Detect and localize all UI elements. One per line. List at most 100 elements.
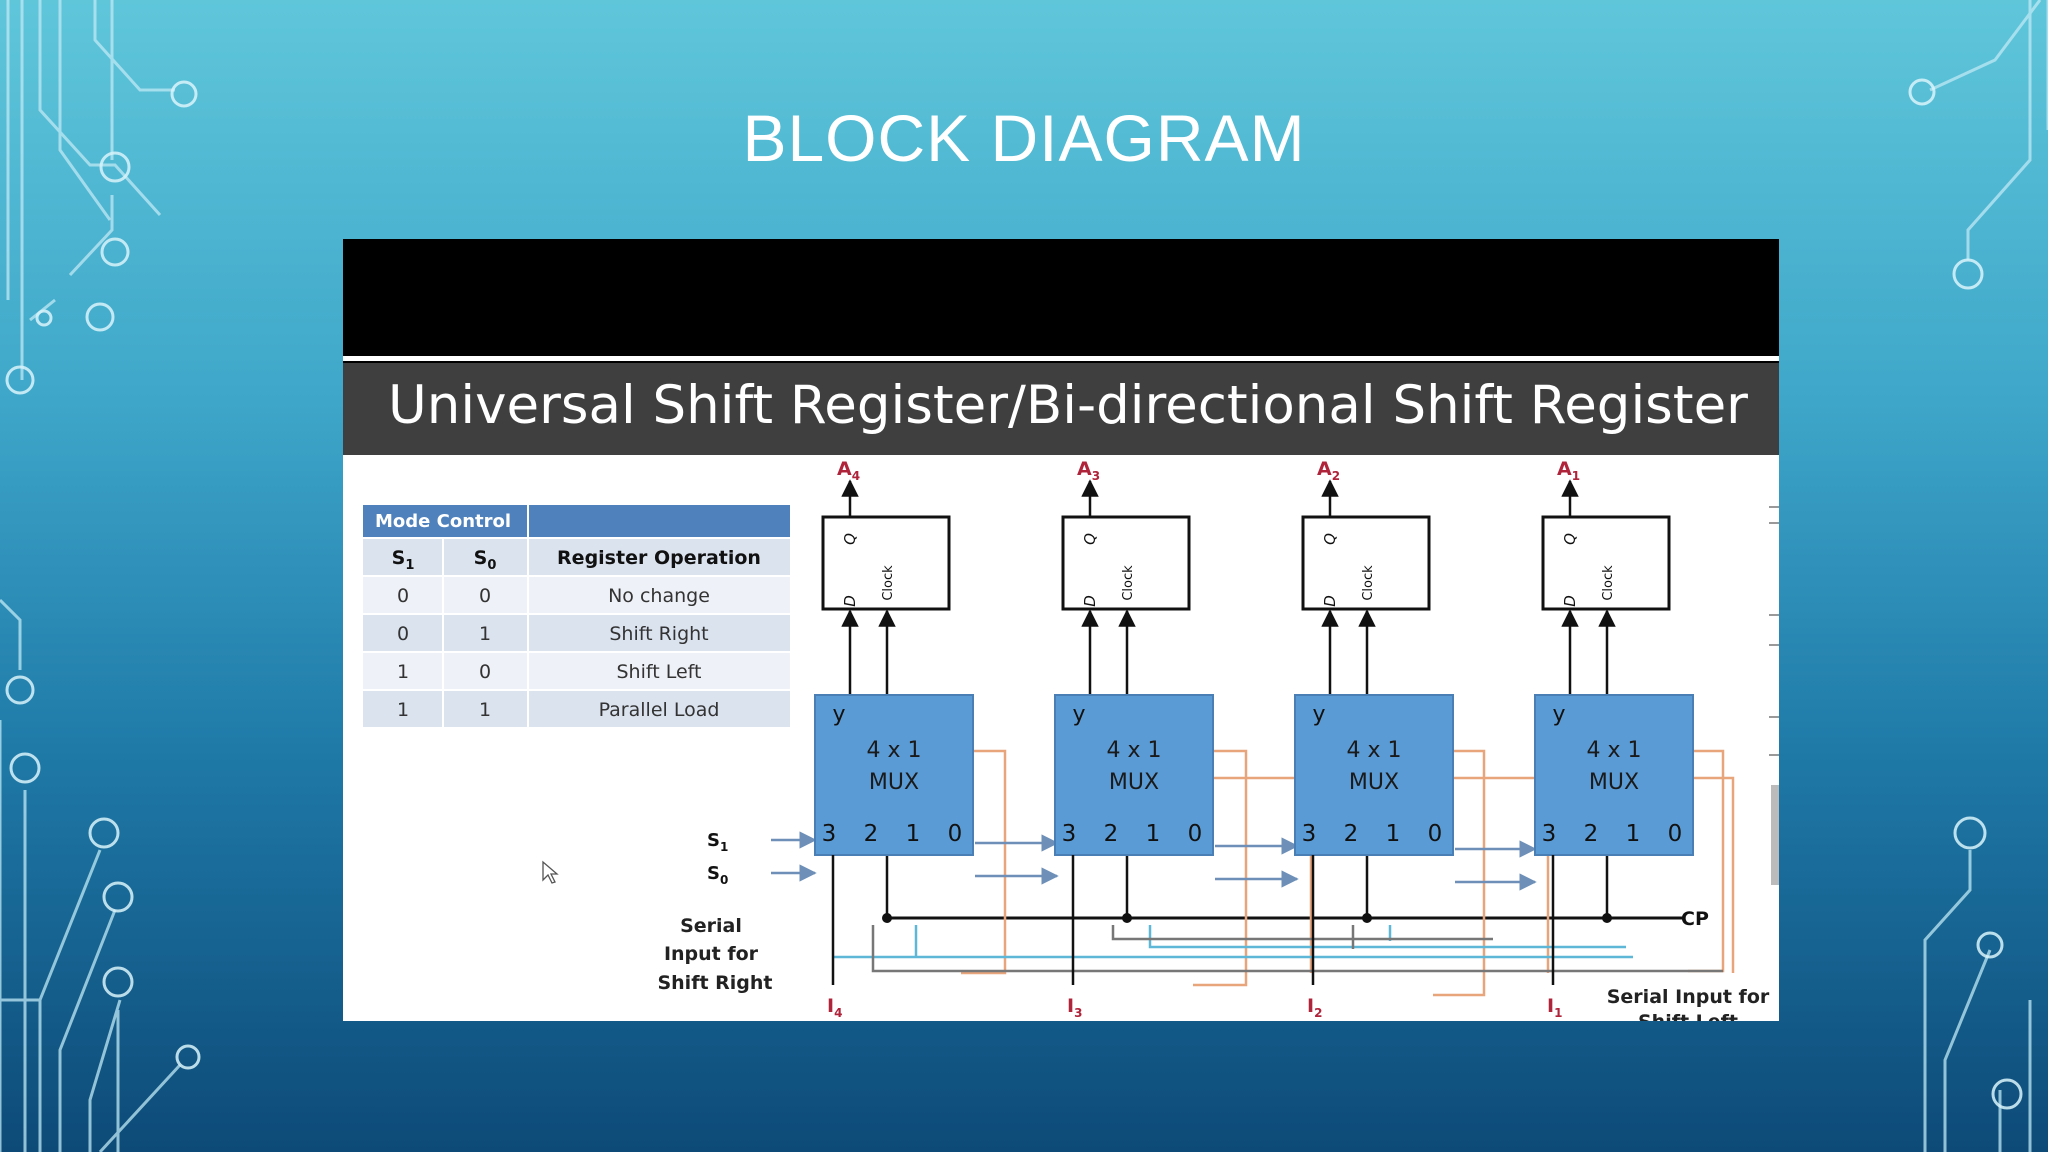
table-cell-s0: 1 bbox=[479, 699, 491, 721]
output-label: A1 bbox=[1557, 458, 1580, 483]
slide-title: BLOCK DIAGRAM bbox=[742, 101, 1306, 175]
right-edge-marks bbox=[1769, 506, 1779, 885]
mux-input-number: 0 bbox=[948, 821, 963, 847]
mux-size-label: 4 x 1 bbox=[1587, 738, 1642, 763]
ff-d-label: D bbox=[1561, 595, 1579, 607]
input-label: I3 bbox=[1067, 995, 1082, 1020]
flipflop-box bbox=[1541, 515, 1671, 611]
table-cell-s0: 0 bbox=[479, 661, 491, 683]
mux-input-number: 2 bbox=[864, 821, 879, 847]
mux-input-number: 2 bbox=[1344, 821, 1359, 847]
serial-left-label: Shift Left bbox=[1638, 1011, 1738, 1021]
mux-block bbox=[814, 694, 974, 856]
ff-d-label: D bbox=[1321, 595, 1339, 607]
video-banner: Universal Shift Register/Bi-directional … bbox=[343, 363, 1779, 455]
table-cell-s1: 1 bbox=[397, 661, 409, 683]
mux-y-label: y bbox=[1312, 702, 1325, 727]
input-label: I2 bbox=[1307, 995, 1322, 1020]
select-label-s0: S0 bbox=[707, 863, 728, 887]
mux-name-label: MUX bbox=[869, 770, 919, 795]
cp-label: CP bbox=[1681, 908, 1709, 930]
mux-block bbox=[1534, 694, 1694, 856]
diagram-area: Mode Control S1 S0 Register Operation 0 … bbox=[343, 455, 1779, 1021]
table-cell-s1: 0 bbox=[397, 623, 409, 645]
ff-q-label: Q bbox=[1321, 533, 1339, 545]
table-cell-operation: Shift Right bbox=[609, 623, 708, 645]
ff-q-label: Q bbox=[1561, 533, 1579, 545]
mux-input-number: 0 bbox=[1668, 821, 1683, 847]
ff-q-label: Q bbox=[841, 533, 859, 545]
ff-clock-label: Clock bbox=[881, 565, 896, 601]
video-banner-title: Universal Shift Register/Bi-directional … bbox=[388, 375, 1748, 436]
mux-input-number: 2 bbox=[1584, 821, 1599, 847]
input-wire bbox=[871, 925, 1723, 973]
table-caption: Mode Control bbox=[375, 511, 511, 532]
cp-junction bbox=[1602, 913, 1612, 923]
cursor-icon bbox=[542, 860, 559, 884]
mux-input-number: 1 bbox=[1146, 821, 1161, 847]
table-cell-s1: 0 bbox=[397, 585, 409, 607]
shift-wire bbox=[1148, 925, 1626, 949]
mux-input-number: 3 bbox=[1062, 821, 1077, 847]
mux-size-label: 4 x 1 bbox=[1347, 738, 1402, 763]
mux-input-number: 1 bbox=[1386, 821, 1401, 847]
table-head-operation: Register Operation bbox=[557, 547, 761, 569]
table-cell-operation: No change bbox=[608, 585, 710, 607]
mux-size-label: 4 x 1 bbox=[867, 738, 922, 763]
select-label-s1: S1 bbox=[707, 830, 728, 854]
mux-input-number: 1 bbox=[906, 821, 921, 847]
ff-d-label: D bbox=[1081, 595, 1099, 607]
serial-right-label: Serial bbox=[680, 915, 742, 937]
flipflop-box bbox=[1301, 515, 1431, 611]
serial-left-label: Serial Input for bbox=[1607, 986, 1770, 1008]
shift-register-diagram: Mode Control S1 S0 Register Operation 0 … bbox=[363, 458, 1779, 1021]
flipflop-box bbox=[821, 515, 951, 611]
table-cell-s0: 1 bbox=[479, 623, 491, 645]
table-head-s1: S1 bbox=[392, 547, 415, 573]
cp-junction bbox=[1122, 913, 1132, 923]
table-head-s0: S0 bbox=[474, 547, 497, 573]
table-cell-s0: 0 bbox=[479, 585, 491, 607]
flipflop-box bbox=[1061, 515, 1191, 611]
mux-input-number: 2 bbox=[1104, 821, 1119, 847]
output-label: A3 bbox=[1077, 458, 1100, 483]
mux-input-number: 3 bbox=[822, 821, 837, 847]
output-label: A2 bbox=[1317, 458, 1340, 483]
mux-input-number: 1 bbox=[1626, 821, 1641, 847]
table-cell-s1: 1 bbox=[397, 699, 409, 721]
input-label: I1 bbox=[1547, 995, 1562, 1020]
mux-name-label: MUX bbox=[1349, 770, 1399, 795]
ff-q-label: Q bbox=[1081, 533, 1099, 545]
serial-right-label: Input for bbox=[664, 943, 759, 965]
cp-junction bbox=[1362, 913, 1372, 923]
cp-junction bbox=[882, 913, 892, 923]
mux-block bbox=[1054, 694, 1214, 856]
mux-input-number: 3 bbox=[1542, 821, 1557, 847]
ff-clock-label: Clock bbox=[1361, 565, 1376, 601]
video-frame: Universal Shift Register/Bi-directional … bbox=[343, 239, 1779, 1021]
mux-y-label: y bbox=[1552, 702, 1565, 727]
ff-clock-label: Clock bbox=[1601, 565, 1616, 601]
mux-name-label: MUX bbox=[1589, 770, 1639, 795]
banner-separator bbox=[343, 356, 1779, 361]
table-cell-operation: Shift Left bbox=[617, 661, 702, 683]
mux-block bbox=[1294, 694, 1454, 856]
ff-d-label: D bbox=[841, 595, 859, 607]
serial-right-label: Shift Right bbox=[657, 972, 772, 994]
mux-y-label: y bbox=[832, 702, 845, 727]
input-label: I4 bbox=[827, 995, 842, 1020]
mux-input-number: 3 bbox=[1302, 821, 1317, 847]
mux-input-number: 0 bbox=[1428, 821, 1443, 847]
mux-size-label: 4 x 1 bbox=[1107, 738, 1162, 763]
mux-y-label: y bbox=[1072, 702, 1085, 727]
mode-control-table: Mode Control S1 S0 Register Operation 0 … bbox=[363, 505, 790, 727]
ff-clock-label: Clock bbox=[1121, 565, 1136, 601]
table-header-bar bbox=[363, 505, 790, 537]
output-label: A4 bbox=[837, 458, 860, 483]
